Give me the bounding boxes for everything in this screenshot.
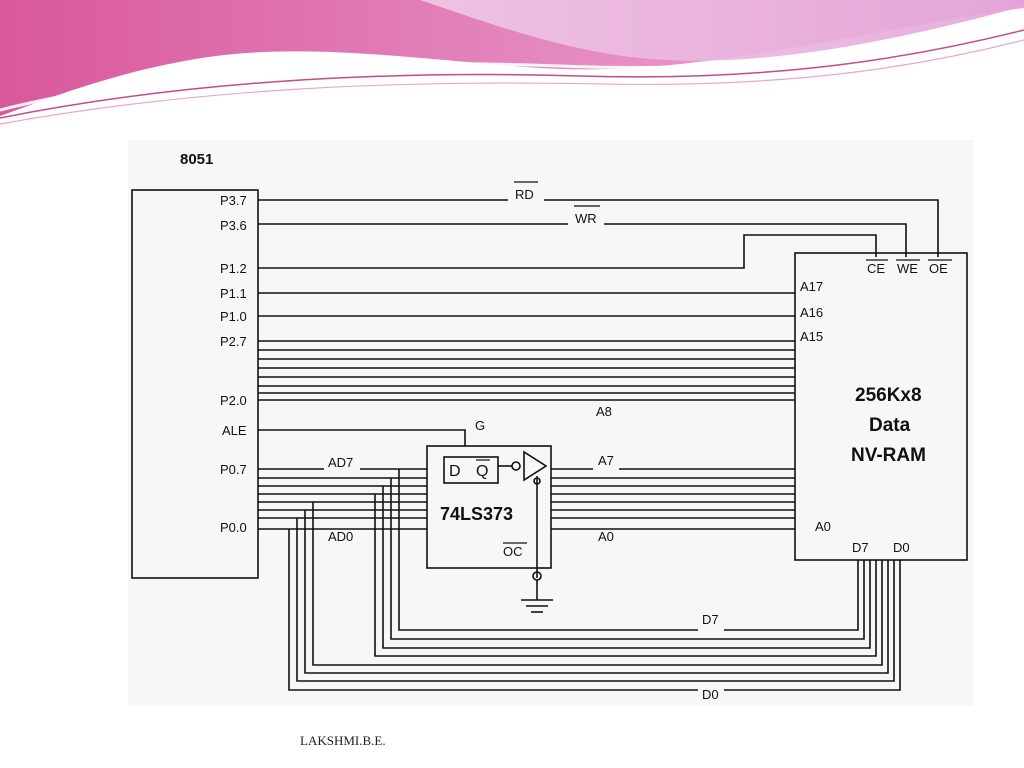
latch-q-pin: Q [476, 463, 488, 480]
latch-name: 74LS373 [440, 504, 513, 524]
mcu-name: 8051 [180, 151, 213, 168]
pin-p1-2: P1.2 [220, 261, 247, 276]
signal-wr: WR [575, 211, 597, 226]
signal-g: G [475, 418, 485, 433]
ram-block [794, 252, 968, 561]
ram-a0-pin: A0 [815, 519, 831, 534]
pin-p0-0: P0.0 [220, 520, 247, 535]
signal-ad7: AD7 [328, 455, 353, 470]
ram-d7-pin: D7 [852, 540, 869, 555]
pin-p2-7: P2.7 [220, 334, 247, 349]
footer-author: LAKSHMI.B.E. [300, 733, 386, 748]
signal-d7: D7 [702, 612, 719, 627]
ram-a15-pin: A15 [800, 329, 823, 344]
signal-ad0: AD0 [328, 529, 353, 544]
ram-ce-pin: CE [867, 261, 885, 276]
mcu-block [131, 189, 259, 579]
ram-a17-pin: A17 [800, 279, 823, 294]
ram-a16-pin: A16 [800, 305, 823, 320]
signal-rd: RD [515, 187, 534, 202]
pin-p1-0: P1.0 [220, 309, 247, 324]
pin-p3-6: P3.6 [220, 218, 247, 233]
signal-d0: D0 [702, 687, 719, 702]
ram-oe-pin: OE [929, 261, 948, 276]
ram-title-line-2: Data [869, 415, 911, 436]
ram-d0-pin: D0 [893, 540, 910, 555]
pin-p2-0: P2.0 [220, 393, 247, 408]
pin-ale: ALE [222, 423, 247, 438]
signal-a0: A0 [598, 529, 614, 544]
signal-a7: A7 [598, 453, 614, 468]
latch-block [426, 445, 552, 569]
latch-oc-pin: OC [503, 544, 523, 559]
ram-we-pin: WE [897, 261, 918, 276]
pin-p3-7: P3.7 [220, 193, 247, 208]
pin-p1-1: P1.1 [220, 286, 247, 301]
latch-d-pin: D [449, 463, 461, 480]
ram-title-line-1: 256Kx8 [855, 385, 922, 406]
ram-title-line-3: NV-RAM [851, 445, 926, 466]
pin-p0-7: P0.7 [220, 462, 247, 477]
decorative-banner [0, 0, 1024, 125]
signal-a8: A8 [596, 404, 612, 419]
